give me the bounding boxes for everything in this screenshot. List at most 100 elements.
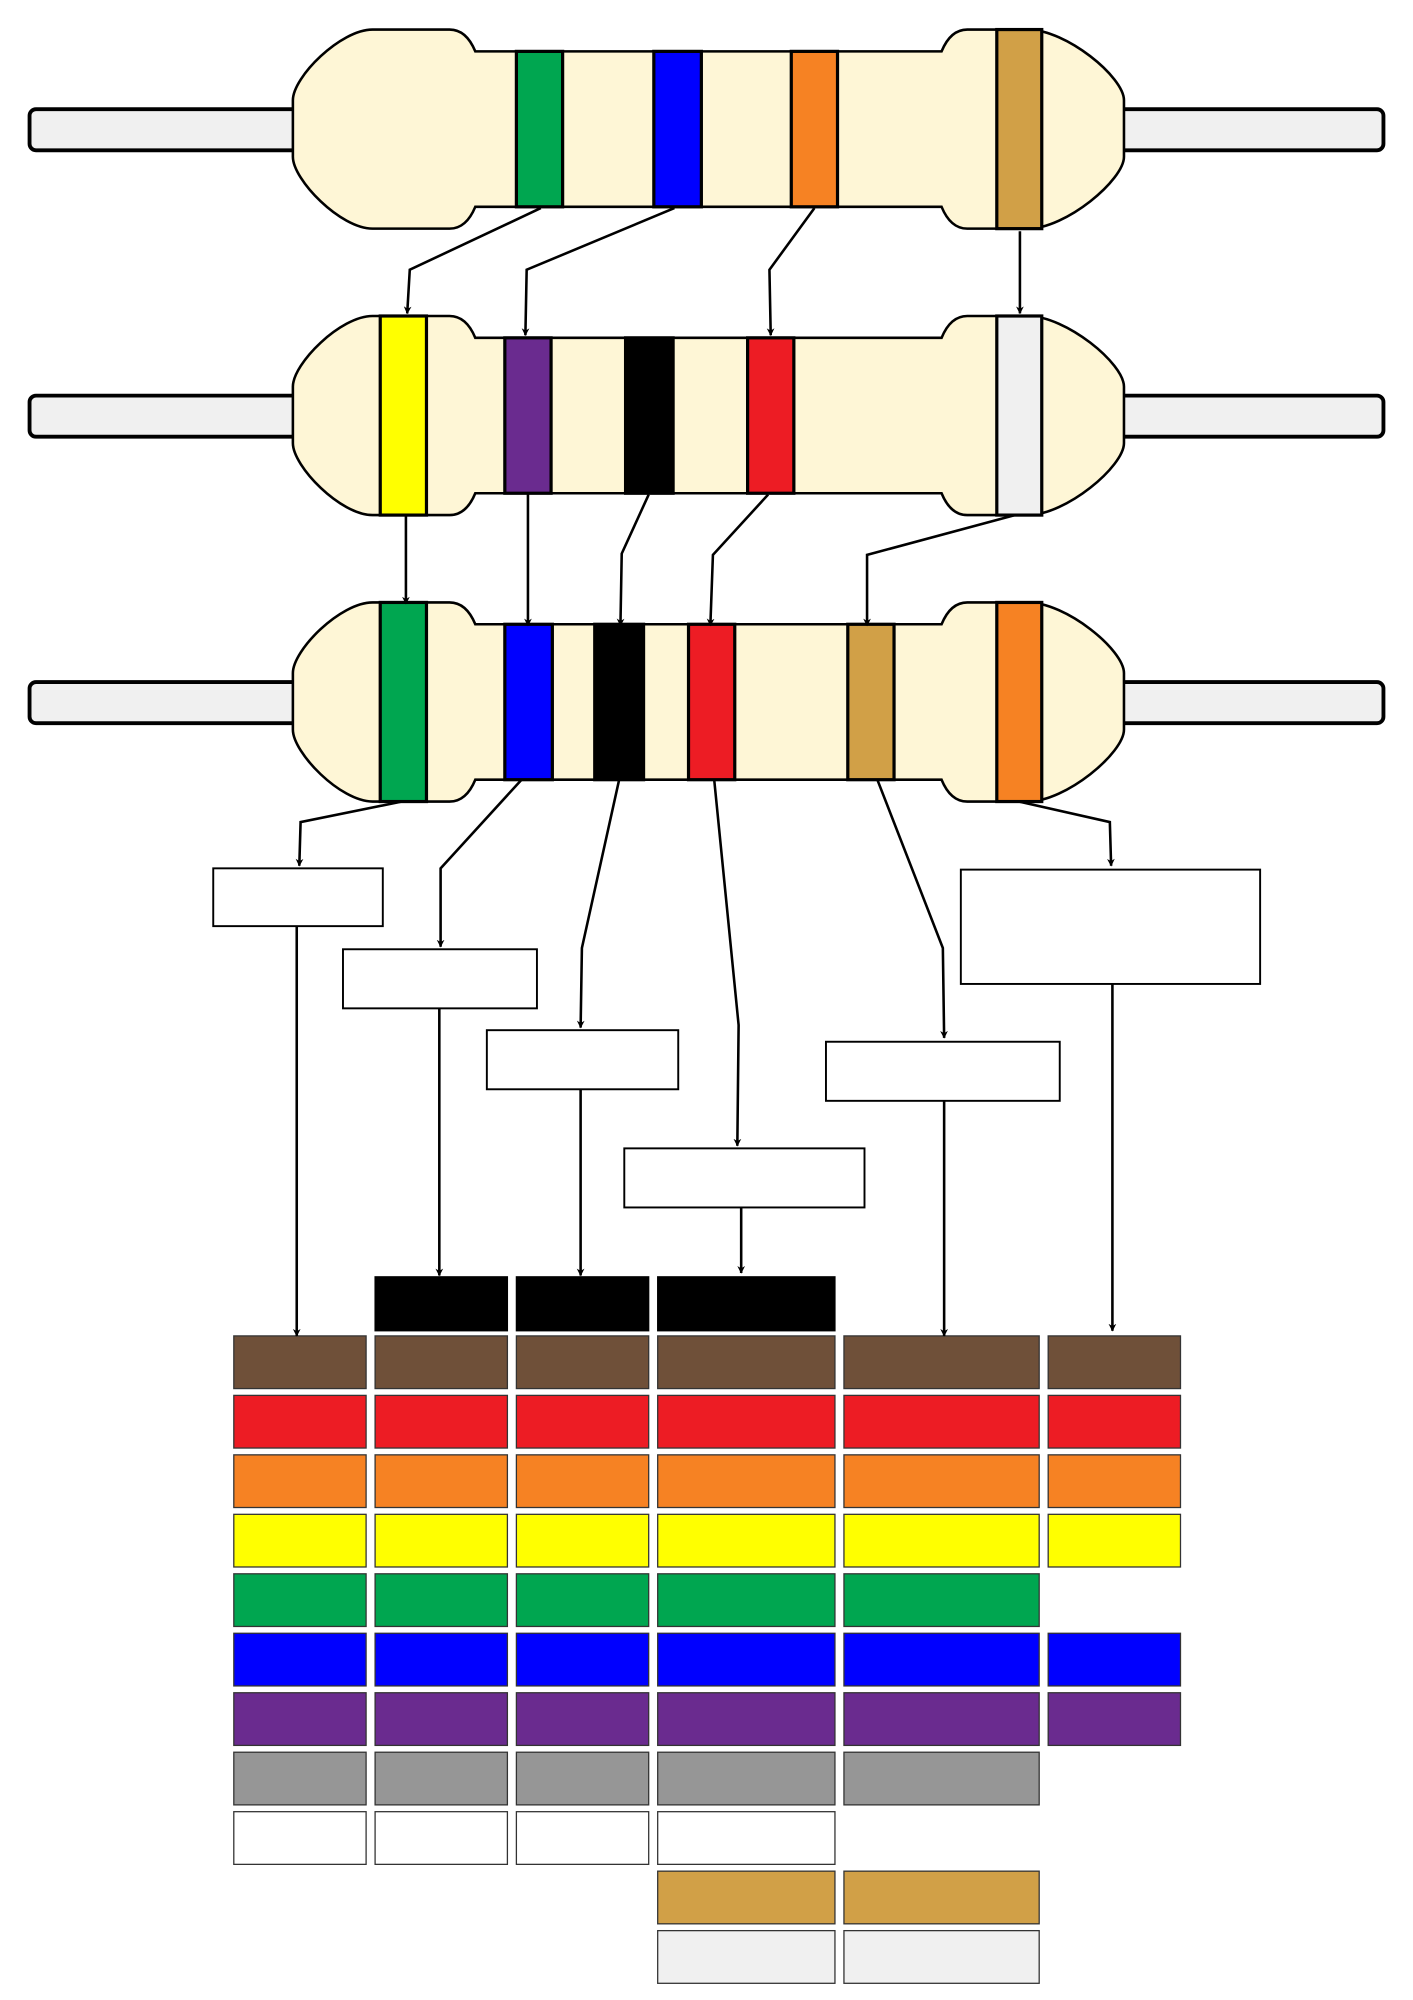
swatch-orange (374, 1454, 509, 1509)
swatch-blue (374, 1632, 509, 1687)
swatch-yellow (374, 1513, 509, 1568)
table-header-cell (374, 1276, 509, 1332)
band-orange (789, 49, 840, 209)
connector-arrow (706, 493, 770, 627)
swatch-white (374, 1811, 509, 1865)
swatch-gold (843, 1870, 1040, 1925)
right-lead (1115, 680, 1386, 726)
band-red (686, 622, 737, 782)
swatch-white (657, 1811, 836, 1865)
five-band-resistor (27, 314, 1386, 517)
six-band-resistor (27, 600, 1386, 804)
band-gold (846, 622, 896, 782)
swatch-orange (233, 1454, 367, 1509)
tolerance-box (824, 1040, 1061, 1102)
swatch-white (515, 1811, 650, 1865)
swatch-orange (515, 1454, 650, 1509)
swatch-red (657, 1394, 836, 1449)
connector-arrow (712, 779, 742, 1147)
swatch-violet (374, 1692, 509, 1747)
band-black (623, 336, 675, 495)
swatch-violet (1047, 1692, 1182, 1747)
swatch-yellow (1047, 1513, 1182, 1568)
swatch-yellow (843, 1513, 1040, 1568)
temperature-coefficient-box (959, 868, 1262, 985)
swatch-silver (657, 1929, 836, 1984)
swatch-brown (1047, 1335, 1182, 1390)
swatch-grey (515, 1751, 650, 1806)
swatch-blue (843, 1632, 1040, 1687)
connector-arrows (292, 206, 1117, 1337)
swatch-blue (515, 1632, 650, 1687)
swatch-green (657, 1573, 836, 1628)
swatch-blue (1047, 1632, 1182, 1687)
connector-arrow (576, 779, 621, 1029)
swatch-grey (657, 1751, 836, 1806)
connector-arrow (295, 800, 403, 867)
first-digit-box (212, 867, 384, 928)
swatch-blue (233, 1632, 367, 1687)
left-lead (27, 680, 302, 726)
band-gold (995, 27, 1044, 231)
right-lead (1115, 393, 1386, 439)
connector-arrow (616, 494, 650, 627)
swatch-yellow (515, 1513, 650, 1568)
swatch-silver (843, 1929, 1040, 1984)
swatch-violet (657, 1692, 836, 1747)
connector-arrow (876, 779, 948, 1039)
band-blue (652, 49, 703, 209)
swatch-red (374, 1394, 509, 1449)
band-green (378, 600, 429, 804)
band-violet (503, 336, 553, 495)
swatch-brown (515, 1335, 650, 1390)
swatch-violet (515, 1692, 650, 1747)
connector-arrow (521, 206, 675, 337)
swatch-green (374, 1573, 509, 1628)
swatch-red (843, 1394, 1040, 1449)
swatch-brown (374, 1335, 509, 1390)
connector-arrow (766, 207, 816, 337)
connector-arrow (436, 778, 523, 948)
multiplier-box (623, 1147, 866, 1209)
band-orange (995, 600, 1044, 804)
four-band-resistor (27, 27, 1386, 231)
connector-arrow (863, 513, 1016, 627)
swatch-green (233, 1573, 367, 1628)
swatch-violet (233, 1692, 367, 1747)
swatch-green (515, 1573, 650, 1628)
swatch-brown (657, 1335, 836, 1390)
connector-arrow (1018, 800, 1115, 867)
swatch-yellow (657, 1513, 836, 1568)
swatch-yellow (233, 1513, 367, 1568)
swatch-violet (843, 1692, 1040, 1747)
swatch-green (843, 1573, 1040, 1628)
swatch-brown (843, 1335, 1040, 1390)
second-digit-box (342, 948, 538, 1010)
band-red (745, 336, 796, 495)
swatch-red (233, 1394, 367, 1449)
band-yellow (378, 314, 429, 517)
swatch-orange (843, 1454, 1040, 1509)
swatch-orange (1047, 1454, 1182, 1509)
swatch-brown (233, 1335, 367, 1390)
left-lead (27, 107, 302, 153)
right-lead (1115, 107, 1386, 153)
band-green (514, 49, 565, 209)
swatch-grey (374, 1751, 509, 1806)
band-blue (503, 622, 554, 782)
connector-arrow (403, 206, 542, 315)
label-boxes (212, 867, 1262, 1209)
swatch-grey (233, 1751, 367, 1806)
swatch-white (233, 1811, 367, 1865)
swatch-blue (657, 1632, 836, 1687)
swatch-gold (657, 1870, 836, 1925)
resistors (27, 27, 1386, 804)
table-header-cell (657, 1276, 836, 1332)
left-lead (27, 393, 302, 439)
color-code-table (233, 1276, 1182, 1984)
band-silver (995, 314, 1044, 517)
table-header-cell (515, 1276, 650, 1332)
third-digit-box (485, 1029, 680, 1091)
swatch-red (515, 1394, 650, 1449)
swatch-orange (657, 1454, 836, 1509)
